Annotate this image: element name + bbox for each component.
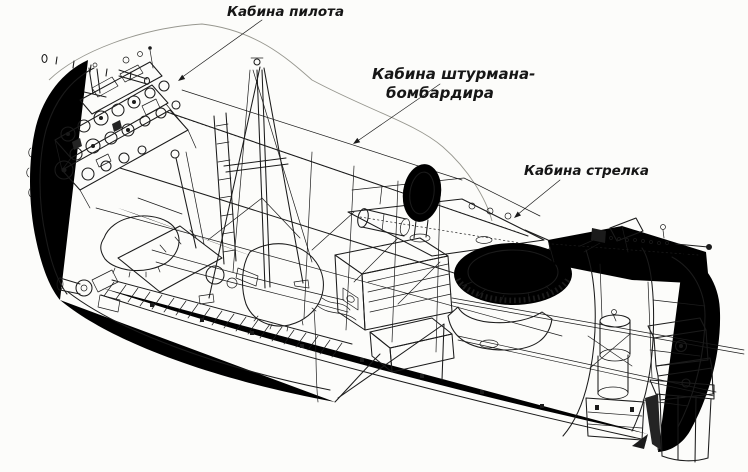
- annotations: Кабина пилота Кабина штурмана- бомбардир…: [178, 4, 649, 218]
- machine-gun: [579, 224, 712, 253]
- navigator-seat: [241, 243, 324, 332]
- canopy-outline: [48, 23, 493, 222]
- label-pilot-cabin: Кабина пилота: [227, 4, 344, 20]
- bomb-bay-floor-slats: [103, 279, 353, 358]
- label-gunner-cabin: Кабина стрелка: [524, 163, 649, 179]
- loop-ring: [402, 164, 442, 243]
- aframe-pylon: [198, 57, 313, 305]
- navigator-section: [241, 164, 579, 373]
- rear-deck: [547, 217, 709, 284]
- annotation-pilot-cabin: Кабина пилота: [178, 4, 344, 81]
- lower-hatch-panel: [117, 225, 259, 293]
- gun-sight: [41, 46, 154, 98]
- equipment-box: [334, 237, 453, 331]
- hanging-aft-box: [645, 379, 715, 463]
- pilot-seat: [100, 215, 180, 278]
- fuselage-structure: [60, 89, 648, 441]
- annotation-navigator-cabin: Кабина штурмана- бомбардира: [353, 65, 535, 144]
- gunner-section: [447, 217, 745, 463]
- cylindrical-tank: [357, 208, 411, 237]
- label-navigator-cabin-line2: бомбардира: [386, 84, 494, 102]
- leader-arrowhead: [353, 137, 361, 144]
- leader-arrowhead: [178, 74, 186, 81]
- oxygen-cylinders: [597, 309, 631, 400]
- label-navigator-cabin-line1: Кабина штурмана-: [372, 65, 535, 83]
- pilot-cockpit-section: [26, 46, 349, 313]
- instrument-panel: [54, 51, 197, 209]
- turret-ring: [447, 236, 572, 351]
- leader-arrowhead: [514, 211, 521, 218]
- low-box: [369, 317, 455, 373]
- annotation-gunner-cabin: Кабина стрелка: [514, 163, 649, 218]
- view-arrow-marker: [632, 434, 648, 449]
- bomb-winch: [56, 269, 121, 313]
